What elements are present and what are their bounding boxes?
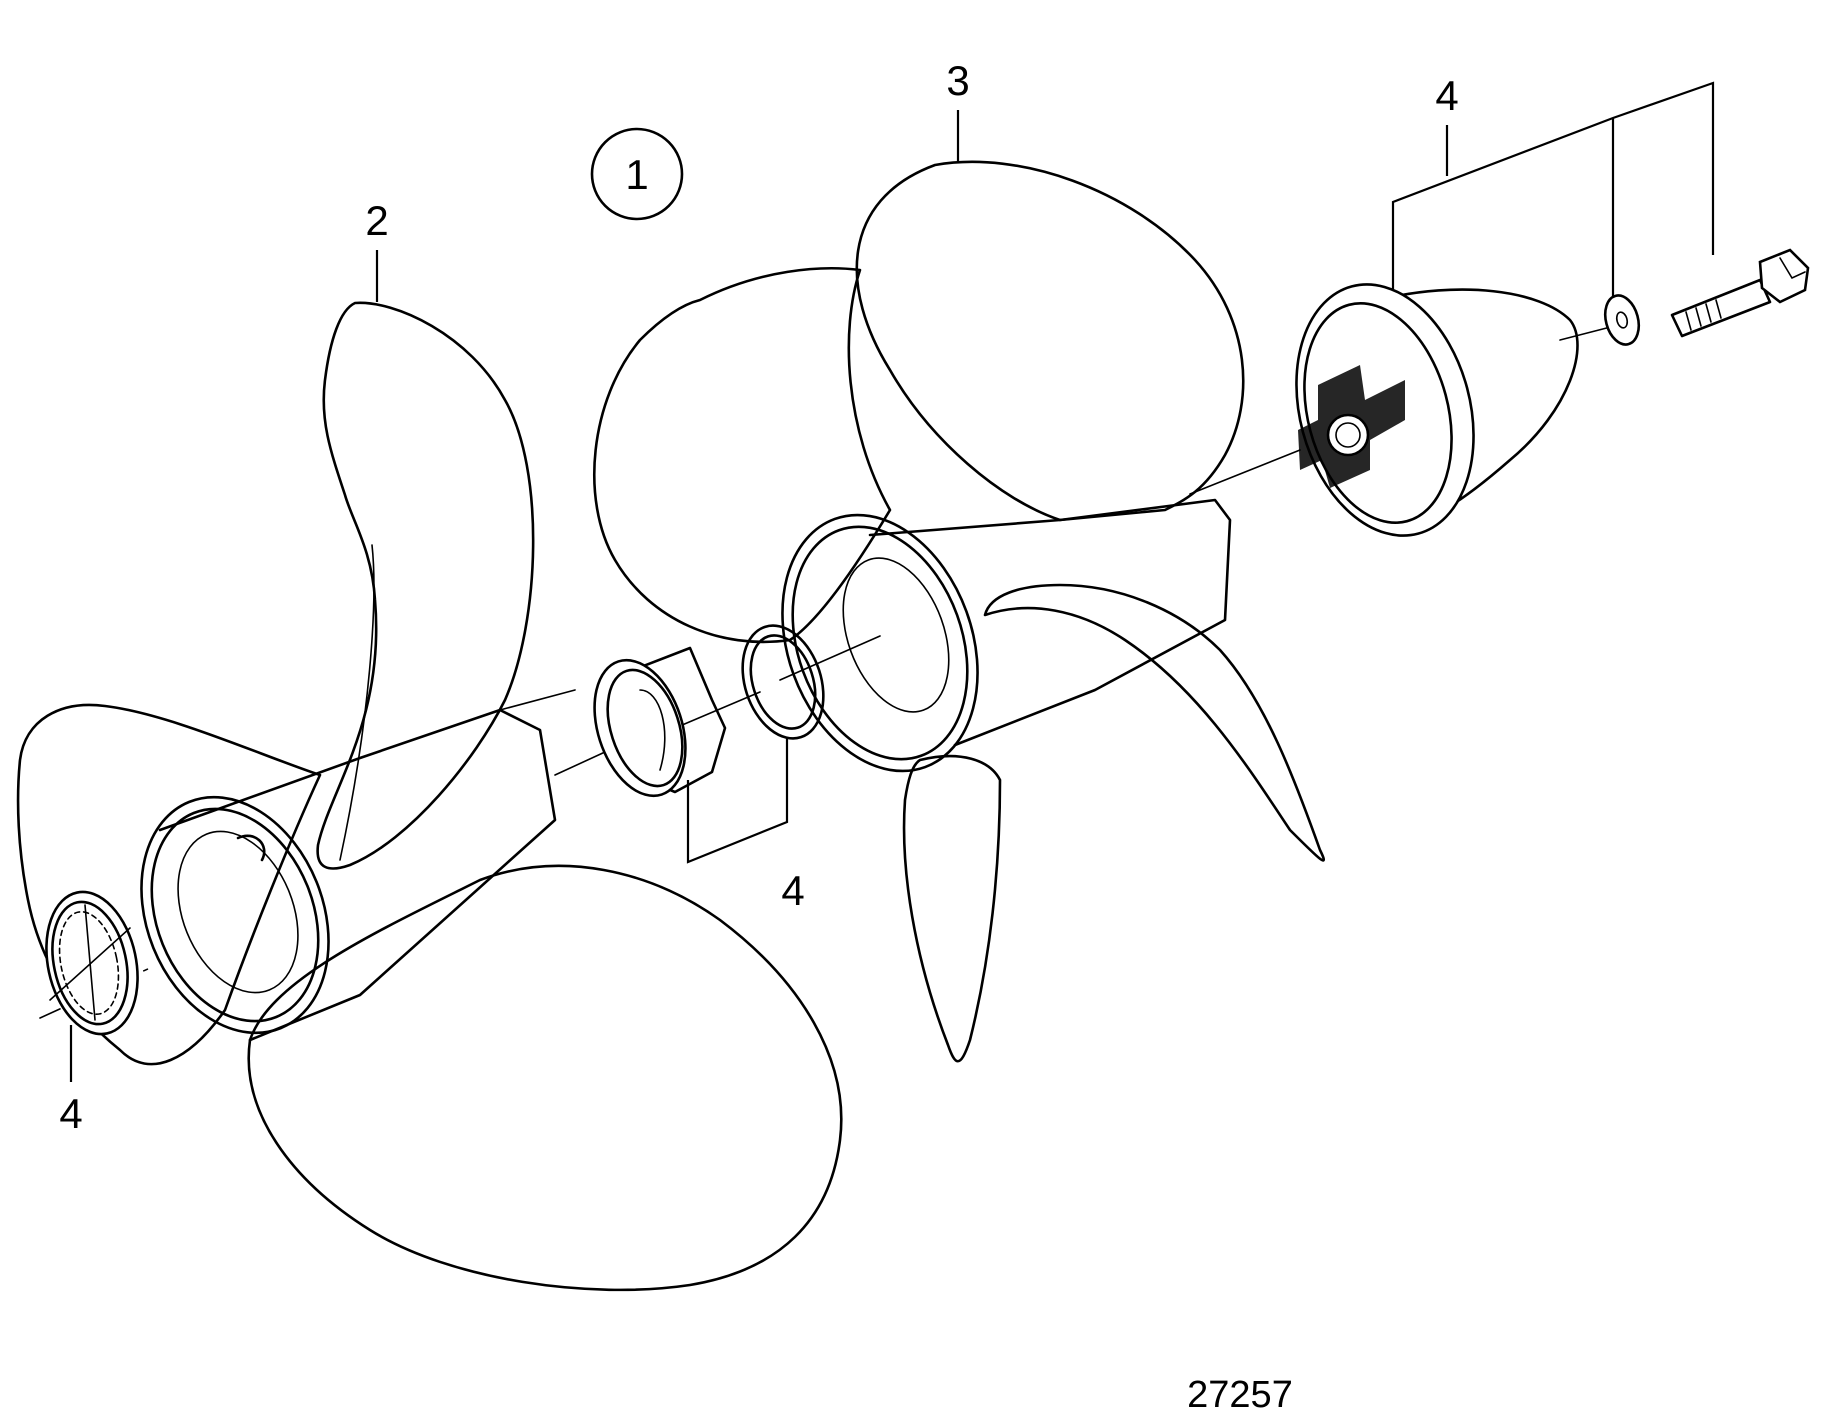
- callout-4-cone-label: 4: [1435, 72, 1458, 119]
- group-marker-label: 1: [625, 151, 648, 198]
- callout-4-front-label: 4: [59, 1090, 82, 1137]
- callout-4-front-kit: 4: [59, 1025, 83, 1137]
- rear-cone: [1295, 283, 1579, 537]
- middle-bushing: [593, 646, 727, 798]
- propeller-front: [16, 301, 843, 1292]
- washer: [1603, 294, 1641, 346]
- group-marker: 1: [590, 127, 684, 221]
- thrust-ring: [741, 624, 825, 740]
- callout-4-cone-kit: 4: [1391, 72, 1715, 300]
- front-splined-bushing: [45, 890, 139, 1036]
- callout-2-label: 2: [365, 197, 388, 244]
- callout-4-middle-kit: 4: [686, 738, 805, 914]
- callout-2: 2: [365, 197, 389, 302]
- callout-3-label: 3: [946, 57, 969, 104]
- drawing-number: 27257: [1187, 1374, 1293, 1416]
- callout-4-middle-label: 4: [781, 867, 804, 914]
- propeller-rear: [593, 160, 1325, 1063]
- callout-3: 3: [946, 57, 970, 163]
- bolt: [1670, 248, 1810, 338]
